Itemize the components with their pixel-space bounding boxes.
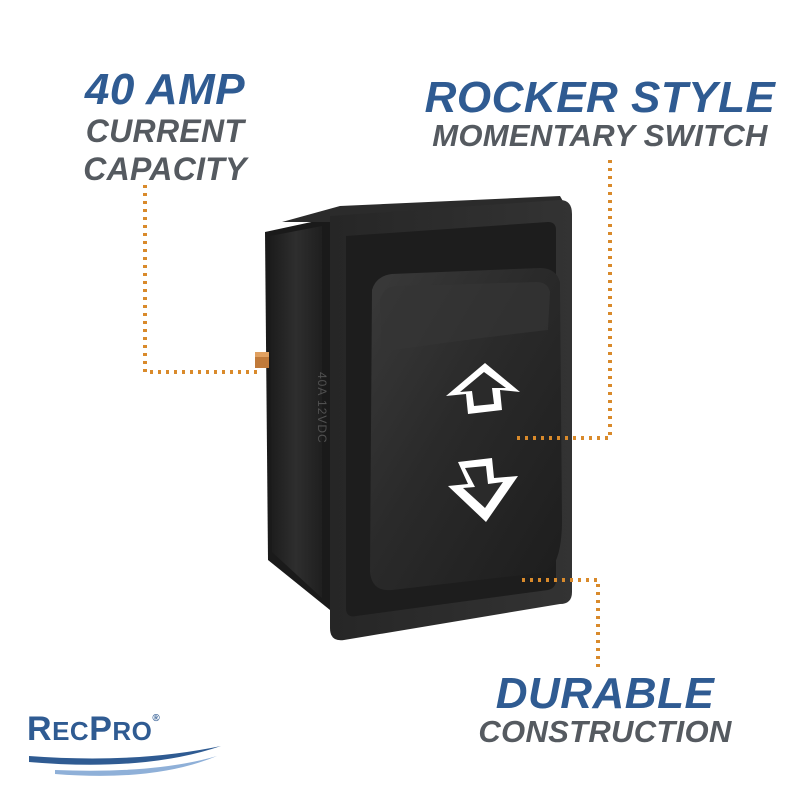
logo-swoosh-icon — [29, 746, 221, 776]
rocker-actuator — [370, 268, 562, 591]
callout-current-title: 40 AMP — [84, 65, 246, 114]
callout-durable: DURABLE CONSTRUCTION — [455, 669, 755, 749]
registered-mark: ® — [152, 713, 161, 724]
side-marking: 40A 12VDC — [315, 372, 329, 444]
callout-style-subtitle: MOMENTARY SWITCH — [432, 118, 768, 153]
callout-current-line1: CURRENT — [85, 113, 245, 149]
arrow-down-icon — [448, 458, 518, 522]
leader-current — [143, 185, 262, 374]
callout-durable-subtitle: CONSTRUCTION — [478, 714, 732, 749]
callout-current-line2: CAPACITY — [83, 151, 247, 187]
callout-durable-title: DURABLE — [495, 669, 715, 718]
leader-durable — [522, 578, 600, 668]
callout-current-capacity: 40 AMP CURRENT CAPACITY — [60, 68, 270, 188]
arrow-up-icon — [446, 363, 520, 414]
leader-lines — [143, 160, 612, 668]
brand-logo: RECPRO® — [25, 712, 225, 782]
brand-wordmark: RECPRO® — [27, 710, 161, 748]
callout-style-title: ROCKER STYLE — [424, 73, 776, 122]
callout-rocker-style: ROCKER STYLE MOMENTARY SWITCH — [415, 73, 785, 153]
